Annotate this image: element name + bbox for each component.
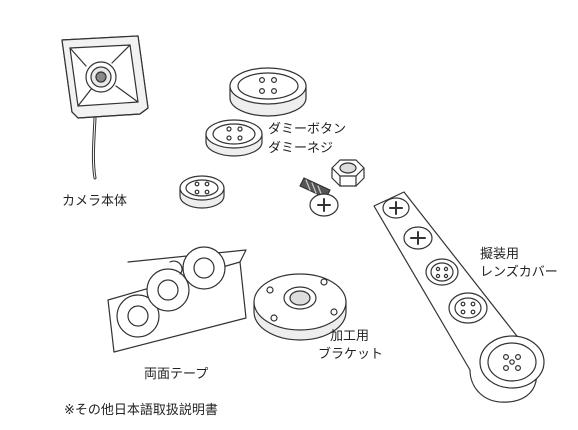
dummy-screw <box>299 177 339 217</box>
dummy-button-medium <box>205 119 263 157</box>
label-camouflage-line1: 擬装用 <box>480 247 520 262</box>
label-camera-body: カメラ本体 <box>62 194 128 209</box>
label-camouflage-line2: レンズカバー <box>480 265 558 280</box>
label-dummy-button: ダミーボタン <box>268 122 347 137</box>
dummy-button-large <box>229 67 307 117</box>
dummy-nut <box>331 159 365 187</box>
tape-circle-1 <box>116 294 160 338</box>
label-bracket-line1: 加工用 <box>330 329 370 344</box>
label-double-tape: 両面テープ <box>144 367 209 382</box>
tape-circle-2 <box>146 268 190 312</box>
camera-body <box>61 35 149 180</box>
double-sided-tape <box>107 246 247 353</box>
lens-cover-screw-2 <box>403 226 433 250</box>
lens-cover-button-3 <box>479 335 545 389</box>
tape-circle-3 <box>182 246 226 290</box>
lens-cover-screw-1 <box>382 197 410 219</box>
label-bracket-line2: ブラケット <box>318 347 384 362</box>
lens-cover-button-1 <box>425 258 459 286</box>
bracket <box>253 273 347 341</box>
label-manual-note: ※その他日本語取扱説明書 <box>64 403 218 418</box>
dummy-button-small <box>179 175 225 209</box>
label-dummy-screw: ダミーネジ <box>268 141 334 156</box>
camouflage-lens-cover <box>373 191 545 403</box>
lens-cover-button-2 <box>448 292 488 324</box>
